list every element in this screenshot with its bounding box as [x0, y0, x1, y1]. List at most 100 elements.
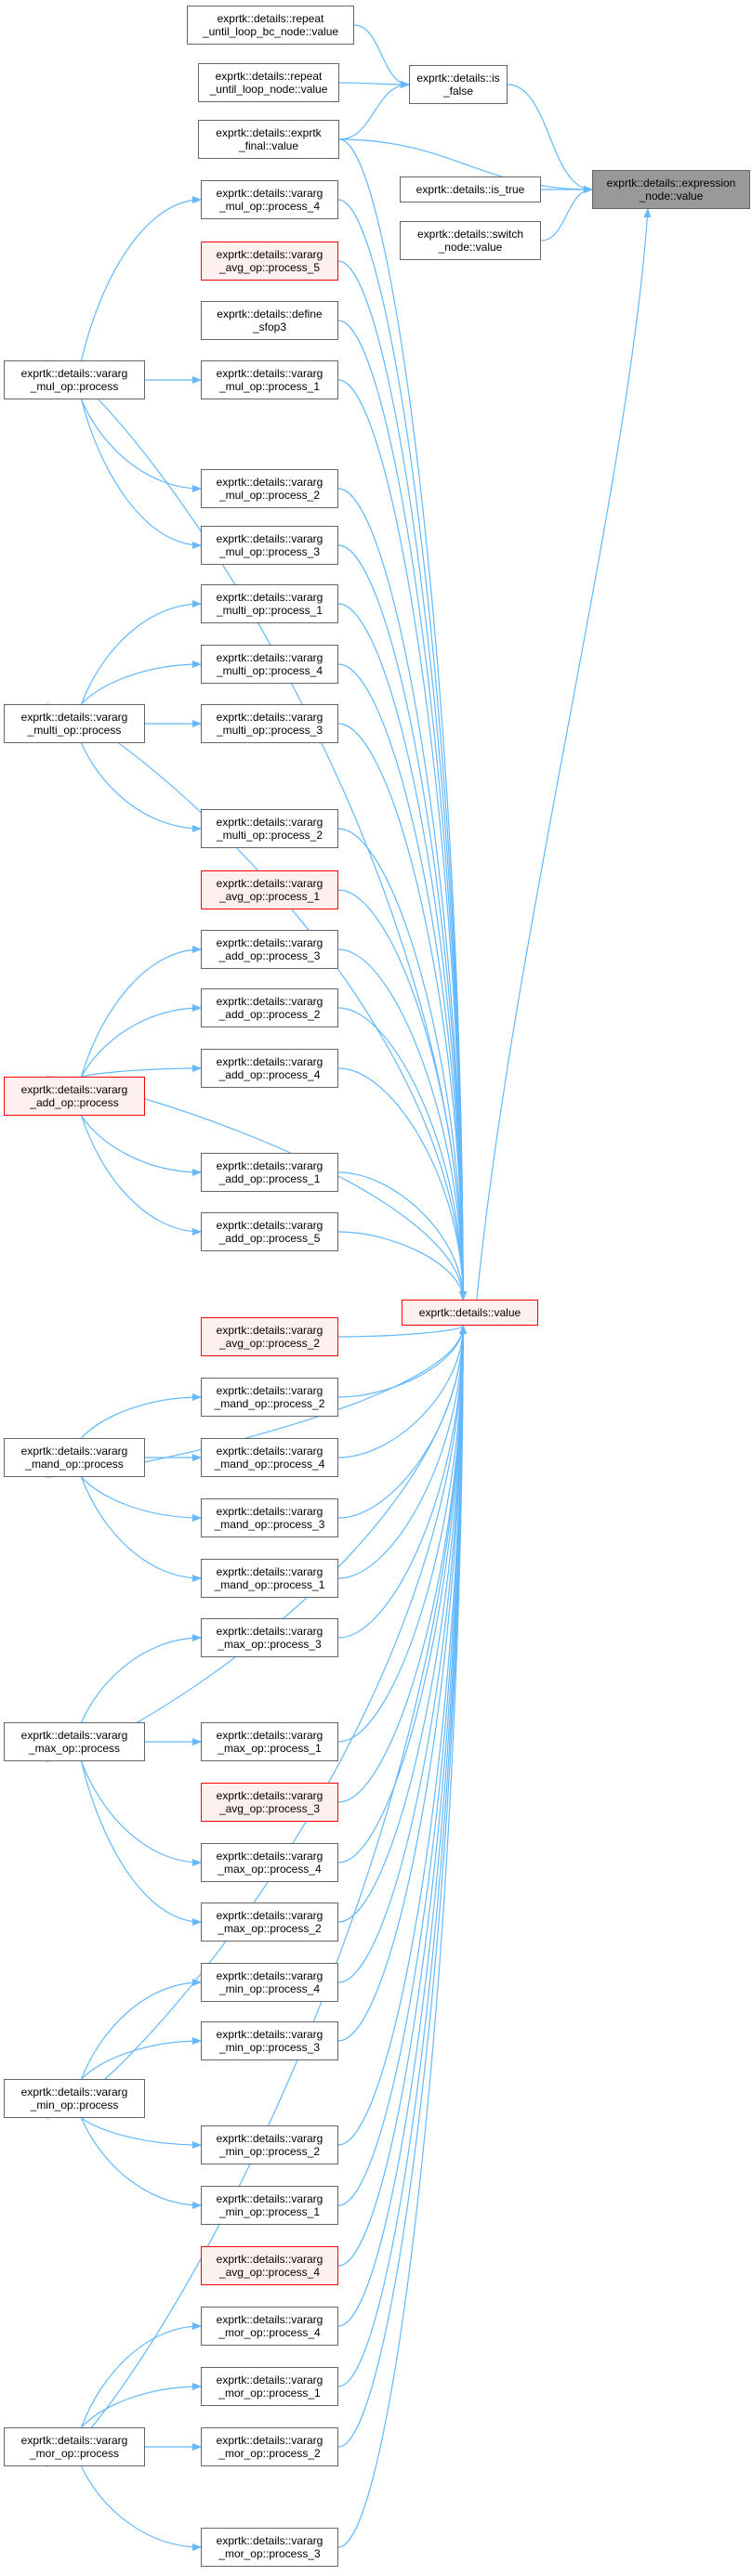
node-label-line1: exprtk::details::vararg [216, 1159, 323, 1172]
node-avg-p3[interactable]: exprtk::details::vararg_avg_op::process_… [201, 1783, 338, 1822]
node-repeat-node[interactable]: exprtk::details::repeat_until_loop_node:… [198, 63, 339, 102]
edge-min_process-to-min_p4 [81, 1979, 202, 2080]
node-label-line1: exprtk::details::expression [606, 177, 736, 190]
node-mul-p2[interactable]: exprtk::details::vararg_mul_op::process_… [201, 469, 338, 508]
edge-mul_p3-to-value [337, 544, 468, 1301]
node-label-line2: _max_op::process_4 [218, 1863, 322, 1876]
node-switch-node[interactable]: exprtk::details::switch_node::value [400, 221, 541, 260]
node-label-line2: _until_loop_node::value [209, 83, 328, 96]
edge-mor_p2-to-value [337, 1325, 468, 2448]
node-mul-p1[interactable]: exprtk::details::vararg_mul_op::process_… [201, 360, 338, 399]
node-avg-p4[interactable]: exprtk::details::vararg_avg_op::process_… [201, 2246, 338, 2285]
node-multi-p2[interactable]: exprtk::details::vararg_multi_op::proces… [201, 809, 338, 848]
node-mand-p3[interactable]: exprtk::details::vararg_mand_op::process… [201, 1498, 338, 1537]
node-label-line1: exprtk::details::vararg [216, 1324, 323, 1337]
node-label-line2: _avg_op::process_3 [218, 1802, 321, 1815]
edge-exprtk_final-to-value [338, 138, 468, 1301]
node-mor-p4[interactable]: exprtk::details::vararg_mor_op::process_… [201, 2307, 338, 2346]
edge-min_process-to-min_p2 [81, 2117, 202, 2149]
node-mor-process[interactable]: exprtk::details::vararg_mor_op::process [4, 2427, 145, 2466]
node-label-line2: _node::value [438, 241, 503, 254]
node-mul-p4[interactable]: exprtk::details::vararg_mul_op::process_… [201, 180, 338, 219]
node-label-line2: _add_op::process_4 [218, 1068, 321, 1081]
node-define-sfop3[interactable]: exprtk::details::define_sfop3 [201, 301, 338, 340]
node-is-false[interactable]: exprtk::details::is_false [409, 65, 508, 104]
node-label-line1: exprtk::details::vararg [216, 1969, 323, 1982]
node-avg-p1[interactable]: exprtk::details::vararg_avg_op::process_… [201, 870, 338, 909]
node-min-p2[interactable]: exprtk::details::vararg_min_op::process_… [201, 2125, 338, 2164]
node-add-p4[interactable]: exprtk::details::vararg_add_op::process_… [201, 1049, 338, 1088]
node-label-line1: exprtk::details::vararg [216, 2313, 323, 2326]
node-label-line2: _final::value [238, 139, 299, 152]
edge-avg_p1-to-value [337, 889, 468, 1301]
edge-mor_process-to-mor_p1 [81, 2383, 202, 2428]
node-add-p2[interactable]: exprtk::details::vararg_add_op::process_… [201, 988, 338, 1027]
node-max-p4[interactable]: exprtk::details::vararg_max_op::process_… [201, 1843, 338, 1882]
edge-min_process-to-min_p1 [81, 2117, 202, 2209]
node-label-line2: _add_op::process_2 [218, 1008, 321, 1021]
node-label-line1: exprtk::details::vararg [216, 816, 323, 829]
node-min-p3[interactable]: exprtk::details::vararg_min_op::process_… [201, 2021, 338, 2060]
edge-multi_p4-to-value [337, 663, 468, 1301]
node-add-p1[interactable]: exprtk::details::vararg_add_op::process_… [201, 1153, 338, 1192]
node-label-line2: _multi_op::process_3 [216, 724, 323, 737]
edge-multi_p3-to-value [337, 723, 468, 1301]
node-label-line2: _mand_op::process_1 [214, 1578, 325, 1591]
node-multi-p4[interactable]: exprtk::details::vararg_multi_op::proces… [201, 645, 338, 684]
node-mand-process[interactable]: exprtk::details::vararg_mand_op::process [4, 1438, 145, 1477]
node-label-line1: exprtk::details::vararg [20, 1083, 128, 1096]
node-add-p3[interactable]: exprtk::details::vararg_add_op::process_… [201, 930, 338, 969]
node-label-line1: exprtk::details::vararg [20, 1445, 128, 1458]
node-label-line1: exprtk::details::vararg [216, 2373, 323, 2386]
edge-max_p3-to-value [337, 1325, 468, 1639]
node-mul-process[interactable]: exprtk::details::vararg_mul_op::process [4, 360, 145, 399]
node-label-line1: exprtk::details::vararg [216, 2028, 323, 2041]
node-mand-p2[interactable]: exprtk::details::vararg_mand_op::process… [201, 1378, 338, 1417]
node-mand-p1[interactable]: exprtk::details::vararg_mand_op::process… [201, 1559, 338, 1598]
node-label-line2: _add_op::process_3 [218, 949, 321, 962]
node-mor-p2[interactable]: exprtk::details::vararg_mor_op::process_… [201, 2427, 338, 2466]
node-max-p3[interactable]: exprtk::details::vararg_max_op::process_… [201, 1618, 338, 1657]
node-mul-p3[interactable]: exprtk::details::vararg_mul_op::process_… [201, 526, 338, 565]
edge-is_false-to-root [507, 84, 593, 193]
node-add-p5[interactable]: exprtk::details::vararg_add_op::process_… [201, 1212, 338, 1251]
node-min-p1[interactable]: exprtk::details::vararg_min_op::process_… [201, 2186, 338, 2225]
node-label-line2: _avg_op::process_5 [218, 261, 321, 274]
edge-add_process-to-add_p3 [81, 946, 202, 1078]
node-label-line2: _min_op::process_4 [218, 1982, 321, 1995]
node-label-line1: exprtk::details::vararg [20, 2086, 128, 2099]
node-min-p4[interactable]: exprtk::details::vararg_min_op::process_… [201, 1963, 338, 2002]
node-avg-p2[interactable]: exprtk::details::vararg_avg_op::process_… [201, 1317, 338, 1356]
node-value[interactable]: exprtk::details::value [402, 1300, 538, 1326]
node-max-process[interactable]: exprtk::details::vararg_max_op::process [4, 1722, 145, 1761]
node-min-process[interactable]: exprtk::details::vararg_min_op::process [4, 2079, 145, 2118]
node-label-line2: _mul_op::process [30, 380, 119, 393]
node-label-line1: exprtk::details::is [416, 72, 500, 85]
node-mor-p3[interactable]: exprtk::details::vararg_mor_op::process_… [201, 2528, 338, 2567]
node-label-line2: _avg_op::process_2 [218, 1337, 321, 1350]
edge-min_p1-to-value [337, 1325, 468, 2206]
node-mor-p1[interactable]: exprtk::details::vararg_mor_op::process_… [201, 2367, 338, 2406]
node-add-process[interactable]: exprtk::details::vararg_add_op::process [4, 1077, 145, 1116]
node-label-line1: exprtk::details::vararg [216, 2434, 323, 2447]
node-multi-process[interactable]: exprtk::details::vararg_multi_op::proces… [4, 704, 145, 743]
node-label-line2: _mul_op::process_3 [218, 545, 321, 558]
node-max-p2[interactable]: exprtk::details::vararg_max_op::process_… [201, 1903, 338, 1942]
node-label-line2: _mand_op::process_2 [214, 1397, 325, 1410]
node-repeat-bc[interactable]: exprtk::details::repeat_until_loop_bc_no… [187, 6, 354, 45]
node-label-line1: exprtk::details::vararg [20, 2434, 128, 2447]
node-multi-p3[interactable]: exprtk::details::vararg_multi_op::proces… [201, 704, 338, 743]
node-multi-p1[interactable]: exprtk::details::vararg_multi_op::proces… [201, 584, 338, 623]
node-label-line2: _add_op::process [30, 1096, 119, 1109]
node-avg-p5[interactable]: exprtk::details::vararg_avg_op::process_… [201, 242, 338, 281]
node-label-line1: exprtk::details::vararg [216, 995, 323, 1008]
node-mand-p4[interactable]: exprtk::details::vararg_mand_op::process… [201, 1438, 338, 1477]
edge-multi_process-to-multi_p2 [81, 742, 202, 832]
node-exprtk-final[interactable]: exprtk::details::exprtk_final::value [198, 120, 339, 159]
node-label-line2: _max_op::process_2 [218, 1922, 322, 1935]
edge-mul_process-to-mul_p3 [81, 399, 202, 549]
node-label-line2: _mul_op::process_4 [218, 200, 321, 213]
edge-mor_process-to-mor_p4 [81, 2322, 202, 2428]
node-max-p1[interactable]: exprtk::details::vararg_max_op::process_… [201, 1722, 338, 1761]
node-is-true[interactable]: exprtk::details::is_true [400, 177, 541, 203]
